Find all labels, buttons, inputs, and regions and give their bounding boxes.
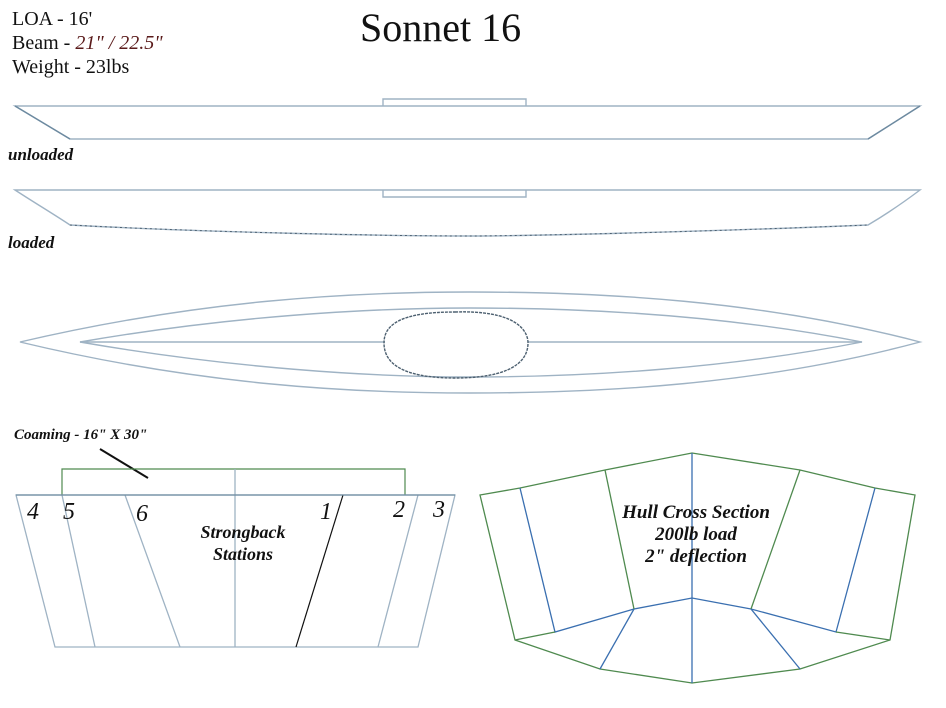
- strongback-label-line2: Stations: [212, 544, 274, 564]
- station-number: 5: [63, 499, 75, 525]
- loaded-label: loaded: [8, 233, 55, 252]
- cross-section-line2: 200lb load: [655, 524, 737, 545]
- cross-section-line3: 2" deflection: [645, 546, 747, 567]
- beam-value: 21" / 22.5": [75, 32, 163, 54]
- strongback-label-line1: Strongback: [200, 522, 286, 542]
- station-number: 1: [320, 499, 332, 525]
- page-title: Sonnet 16: [360, 5, 522, 50]
- plan-view: [19, 291, 923, 394]
- unloaded-profile: [12, 98, 923, 140]
- station-number: 4: [27, 499, 39, 525]
- beam-label: Beam -: [12, 32, 71, 54]
- strongback-label: Strongback Stations: [178, 521, 308, 565]
- hull-cross-section: [479, 452, 916, 684]
- loaded-profile: [12, 189, 923, 237]
- cross-section-line1: Hull Cross Section: [622, 502, 770, 523]
- coaming-callout: [61, 448, 406, 495]
- coaming-label: Coaming - 16" X 30": [14, 427, 148, 443]
- station-number: 3: [433, 497, 445, 523]
- cross-section-label: Hull Cross Section 200lb load 2" deflect…: [598, 502, 794, 568]
- weight-spec: Weight - 23lbs: [12, 56, 130, 78]
- station-number: 6: [136, 501, 148, 527]
- unloaded-label: unloaded: [8, 145, 74, 164]
- strongback-stations: [15, 469, 456, 648]
- beam-spec: Beam - 21" / 22.5": [12, 32, 163, 54]
- station-number: 2: [393, 497, 405, 523]
- loa-spec: LOA - 16': [12, 8, 93, 30]
